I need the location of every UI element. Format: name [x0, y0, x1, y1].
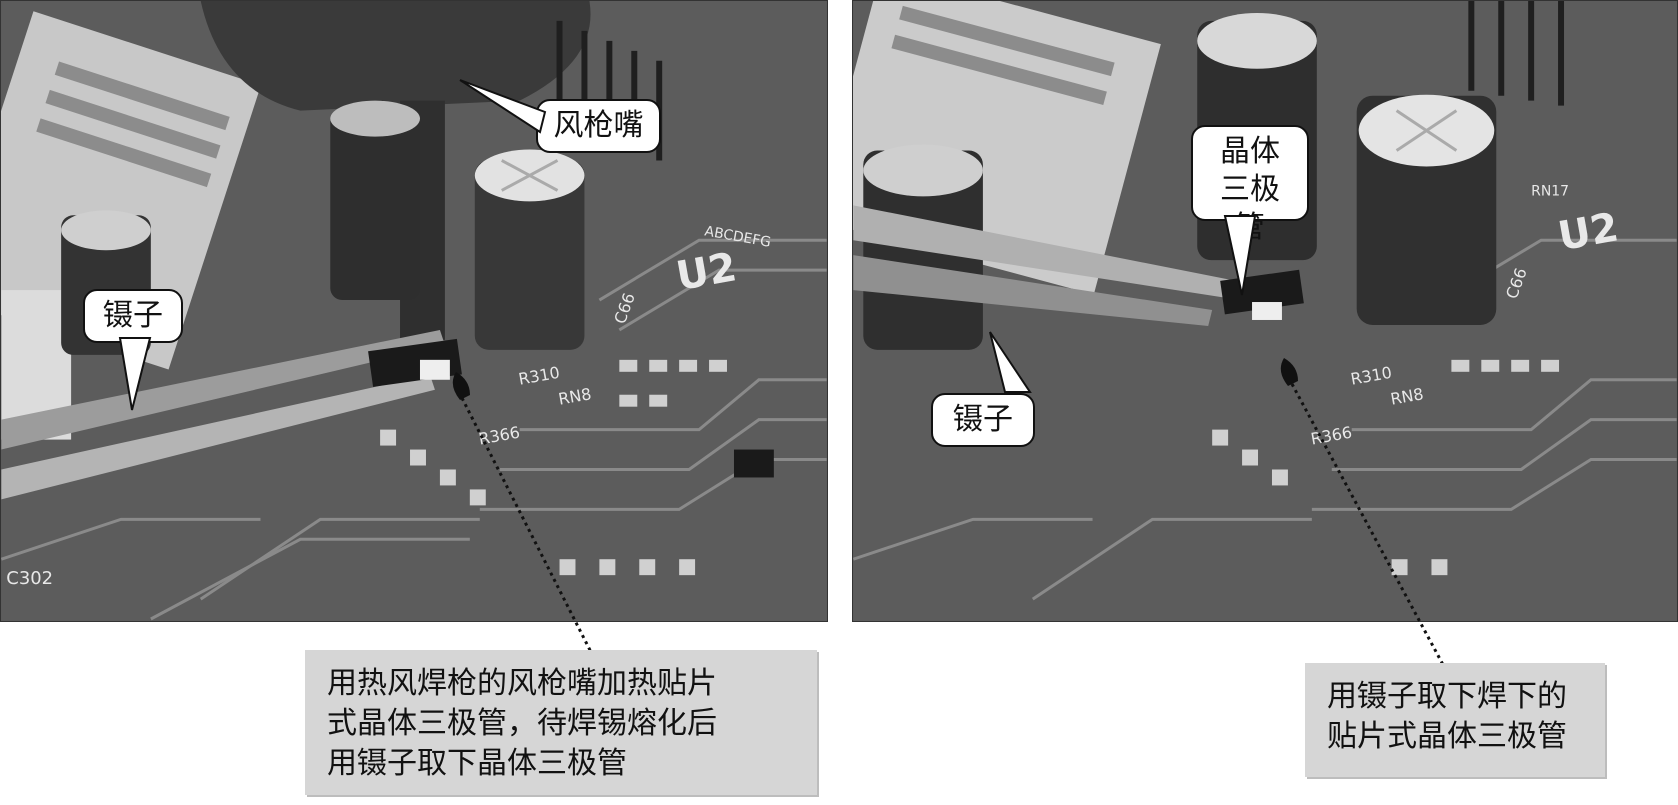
board-mark-rn17-right: RN17 [1531, 183, 1569, 199]
note-right-line-2: 贴片式晶体三极管 [1327, 719, 1567, 754]
circuit-board-right: U2 C66 R310 R366 RN8 RN17 [853, 1, 1677, 621]
callout-nozzle-text: 风枪嘴 [553, 108, 644, 143]
note-left-line-1: 用热风焊枪的风枪嘴加热贴片 [327, 666, 717, 701]
callout-tweezers-left: 镊子 [83, 289, 183, 343]
callout-tweezers-left-text: 镊子 [103, 298, 163, 333]
board-mark-c302: C302 [6, 568, 53, 589]
note-right: 用镊子取下焊下的 贴片式晶体三极管 [1305, 663, 1605, 777]
photo-right: U2 C66 R310 R366 RN8 RN17 晶体 三极管 镊子 [852, 0, 1678, 622]
callout-transistor-line1: 晶体 [1220, 134, 1280, 169]
note-left: 用热风焊枪的风枪嘴加热贴片 式晶体三极管，待焊锡熔化后 用镊子取下晶体三极管 [305, 650, 817, 795]
callout-tweezers-right: 镊子 [931, 393, 1035, 447]
callout-tweezers-right-text: 镊子 [953, 402, 1013, 437]
board-mark-u2-right: U2 [1555, 204, 1622, 260]
callout-transistor-line2: 三极管 [1220, 172, 1280, 245]
board-mark-u2: U2 [673, 244, 740, 300]
note-right-line-1: 用镊子取下焊下的 [1327, 679, 1567, 714]
callout-nozzle: 风枪嘴 [536, 99, 661, 153]
note-left-line-3: 用镊子取下晶体三极管 [327, 746, 627, 781]
note-left-line-2: 式晶体三极管，待焊锡熔化后 [327, 706, 717, 741]
callout-transistor: 晶体 三极管 [1191, 125, 1309, 245]
photo-left: U2 C66 R310 R366 RN8 C302 ABCDEFG 风枪嘴 镊子 [0, 0, 828, 622]
circuit-board-left: U2 C66 R310 R366 RN8 C302 ABCDEFG [1, 1, 827, 621]
